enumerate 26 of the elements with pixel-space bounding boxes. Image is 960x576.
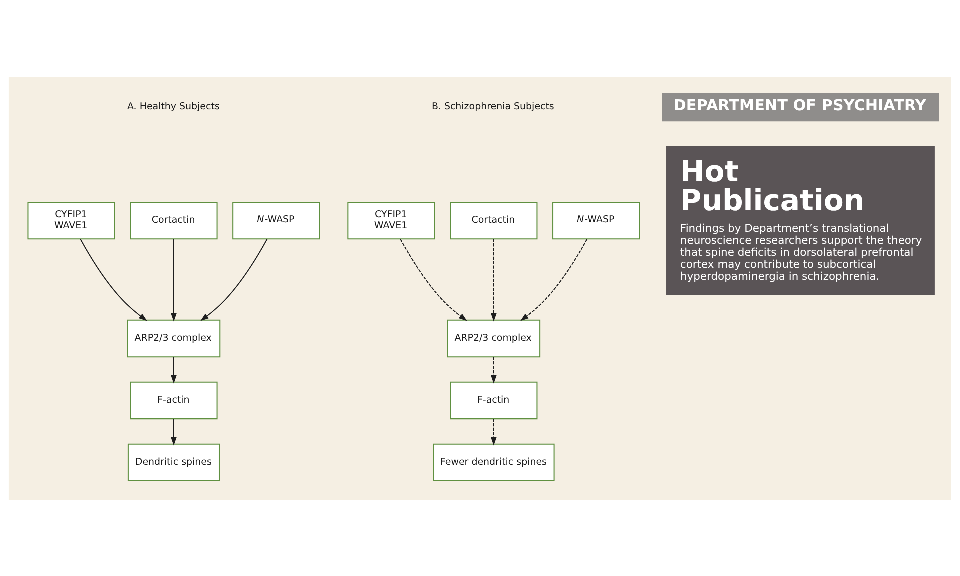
arrow (400, 238, 468, 321)
arrow (80, 238, 148, 321)
node-box: CYFIP1 WAVE1 (28, 202, 116, 240)
node-box: CYFIP1 WAVE1 (348, 202, 436, 240)
arrow (200, 238, 268, 321)
label: B. Schizophrenia Subjects (432, 101, 554, 112)
arrow (171, 238, 177, 322)
node-box: Fewer dendritic spines (433, 443, 555, 482)
arrow (171, 356, 177, 384)
arrow (171, 418, 177, 446)
label: A. Healthy Subjects (128, 101, 220, 112)
node-box: F-actin (450, 381, 538, 420)
node-box: F-actin (130, 381, 218, 420)
arrow (490, 238, 497, 322)
arrow (520, 238, 588, 321)
node-box: Cortactin (130, 202, 218, 240)
node-box: N-WASP (552, 202, 640, 240)
node-box: ARP2/3 complex (447, 319, 541, 358)
node-box: Dendritic spines (128, 443, 220, 482)
node-box: ARP2/3 complex (127, 319, 221, 358)
node-box: DEPARTMENT OF PSYCHIATRY (662, 92, 940, 122)
node-box: Hot Publication Findings by Department’s translational neuroscience researchers support the theory that spine deficits in dorsolateral prefrontal cortex may contribute to subcortical hyperdopaminergia in schizophrenia. (666, 146, 935, 295)
node-box: N-WASP (232, 202, 320, 240)
arrow (490, 356, 497, 384)
arrow (490, 418, 497, 446)
node-box: Cortactin (450, 202, 538, 240)
